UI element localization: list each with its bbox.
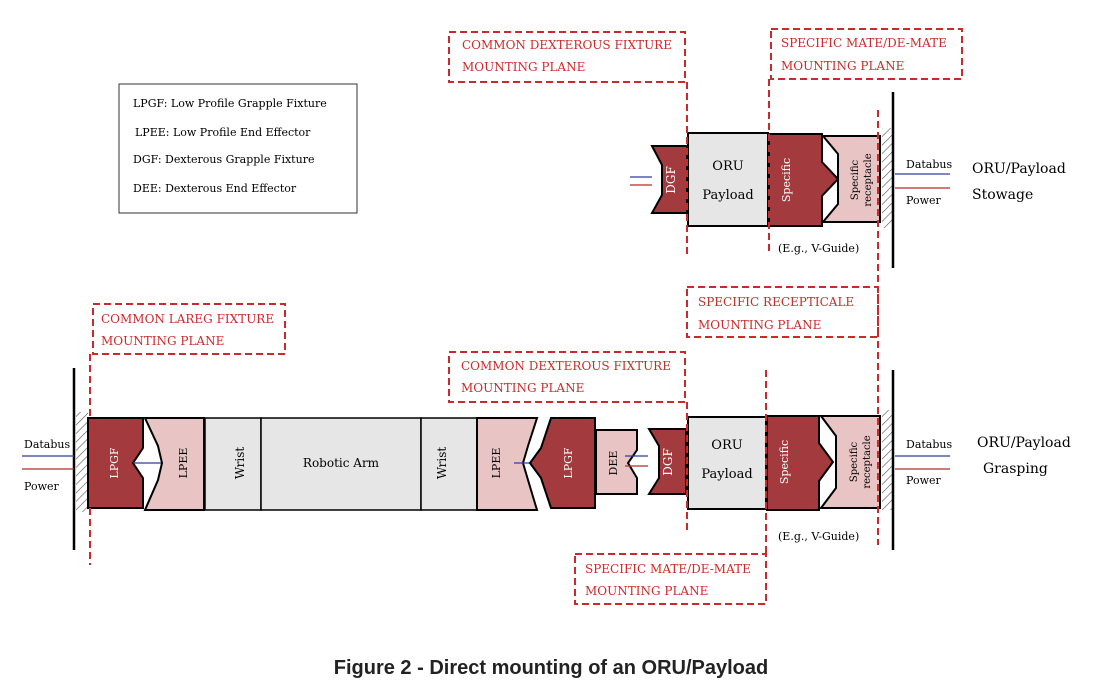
grasping-oru-label: ORU — [711, 438, 742, 453]
grasping-dgf-label: DGF — [661, 448, 675, 476]
grasping-lpee-2-label: LPEE — [490, 448, 503, 479]
stowage-oru-label: ORU — [712, 159, 743, 174]
grasping-guide-note: (E.g., V-Guide) — [778, 530, 859, 543]
legend-item-dee: DEE: Dexterous End Effector — [133, 182, 297, 195]
grasping-oru-block — [687, 416, 767, 510]
grasping-specific-label: Specific — [778, 440, 791, 484]
grasping-assembly: Databus Power LPGF LPEE Wrist Robotic Ar… — [22, 368, 1071, 550]
stowage-receptacle-label-1: Specific — [850, 159, 861, 200]
grasping-receptacle-label-1: Specific — [849, 441, 860, 482]
stowage-databus-label: Databus — [906, 158, 952, 171]
stowage-specific-label: Specific — [780, 158, 793, 202]
stowage-dgf-label: DGF — [664, 166, 678, 194]
grasping-lpgf-1-label: LPGF — [108, 447, 121, 478]
callout-specific-mate-bottom-line2: MOUNTING PLANE — [585, 584, 708, 598]
grasping-lpgf-2-label: LPGF — [562, 447, 575, 478]
grasping-title-line2: Grasping — [983, 461, 1048, 477]
callouts — [89, 28, 963, 605]
grasping-wrist-2-block — [420, 417, 478, 511]
callout-common-dexterous-bottom-line2: MOUNTING PLANE — [461, 381, 584, 395]
grasping-wall-left-hatch — [76, 412, 88, 512]
grasping-receptacle-label-2: receptacle — [862, 435, 873, 488]
callout-specific-recepticale-line2: MOUNTING PLANE — [698, 318, 821, 332]
callout-specific-mate-bottom-line1: SPECIFIC MATE/DE-MATE — [585, 562, 751, 576]
grasping-databus-label: Databus — [24, 438, 70, 451]
grasping-databus-right-label: Databus — [906, 438, 952, 451]
stowage-receptacle-label-2: receptacle — [863, 153, 874, 206]
grasping-specific-block — [766, 415, 835, 511]
callout-specific-mate-top-line2: MOUNTING PLANE — [781, 59, 904, 73]
grasping-payload-label: Payload — [701, 467, 752, 482]
grasping-wall-right-hatch — [882, 410, 892, 510]
grasping-wrist-1-block — [204, 417, 262, 511]
grasping-title-line1: ORU/Payload — [977, 435, 1071, 451]
callout-box-specific-mate-top — [770, 28, 963, 80]
grasping-robotic-arm-label: Robotic Arm — [303, 456, 380, 470]
callout-texts: COMMON DEXTEROUS FIXTURE MOUNTING PLANE … — [101, 36, 947, 598]
grasping-lpee-2-block — [476, 417, 539, 511]
grasping-lpgf-1-block — [87, 417, 144, 509]
stowage-wall-hatch — [882, 128, 892, 228]
stowage-guide-note: (E.g., V-Guide) — [778, 242, 859, 255]
grasping-dee-block — [595, 429, 638, 495]
grasping-wrist-1-label: Wrist — [233, 447, 247, 480]
grasping-wrist-2-label: Wrist — [435, 447, 449, 480]
callout-common-dexterous-top-line2: MOUNTING PLANE — [462, 60, 585, 74]
legend-item-dgf: DGF: Dexterous Grapple Fixture — [133, 153, 314, 166]
callout-common-dexterous-bottom-line1: COMMON DEXTEROUS FIXTURE — [461, 359, 671, 373]
callout-common-dexterous-top-line1: COMMON DEXTEROUS FIXTURE — [462, 38, 672, 52]
figure-caption: Figure 2 - Direct mounting of an ORU/Pay… — [334, 657, 768, 679]
legend-item-lpee: LPEE: Low Profile End Effector — [135, 126, 311, 139]
callout-common-large-line2: MOUNTING PLANE — [101, 334, 224, 348]
grasping-power-right-label: Power — [906, 474, 942, 487]
grasping-dee-label: DEE — [607, 451, 620, 476]
stowage-title-line1: ORU/Payload — [972, 161, 1066, 177]
callout-box-specific-mate-bottom — [574, 553, 767, 605]
legend-item-lpgf: LPGF: Low Profile Grapple Fixture — [133, 97, 327, 110]
grasping-power-label: Power — [24, 480, 60, 493]
stowage-oru-block — [687, 132, 769, 227]
stowage-power-label: Power — [906, 194, 942, 207]
stowage-receptacle-block — [820, 135, 881, 223]
callout-specific-recepticale-line1: SPECIFIC RECEPTICALE — [698, 295, 854, 309]
callout-common-large-line1: COMMON LAREG FIXTURE — [101, 312, 274, 326]
stowage-assembly: DGF ORU Payload Specific Specific recept… — [630, 92, 1066, 268]
stowage-payload-label: Payload — [702, 188, 753, 203]
stowage-specific-block — [768, 133, 840, 227]
stowage-title-line2: Stowage — [972, 187, 1033, 203]
grasping-lpee-1-label: LPEE — [177, 448, 190, 479]
grasping-lpee-1-block — [143, 417, 205, 511]
grasping-receptacle-block — [819, 415, 881, 509]
callout-specific-mate-top-line1: SPECIFIC MATE/DE-MATE — [781, 36, 947, 50]
legend: LPGF: Low Profile Grapple Fixture LPEE: … — [118, 83, 358, 214]
